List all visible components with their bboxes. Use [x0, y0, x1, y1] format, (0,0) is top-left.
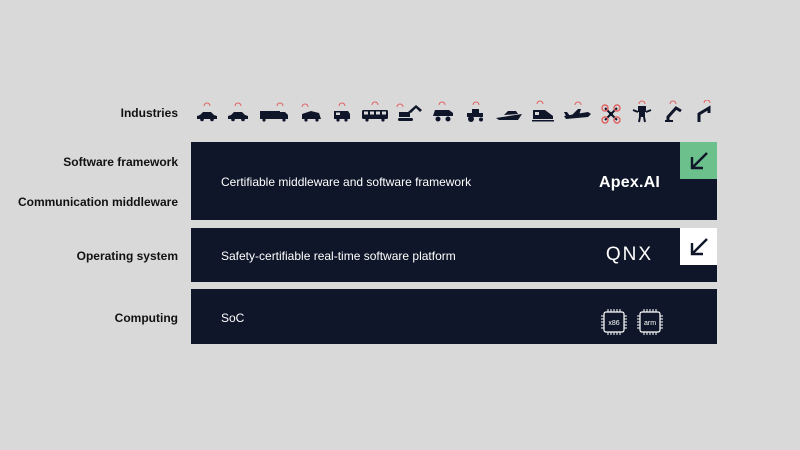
- excavator-icon: [396, 103, 423, 121]
- robot-arm-icon: [664, 100, 682, 122]
- label-operating-system: Operating system: [76, 249, 178, 263]
- label-communication-middleware: Communication middleware: [17, 195, 178, 209]
- mining-truck-icon: [433, 101, 454, 122]
- label-software-framework: Software framework: [63, 155, 178, 169]
- qnx-corner-badge: [680, 228, 717, 265]
- car-icon: [228, 102, 249, 122]
- x86-chip-icon: x86: [601, 309, 627, 335]
- drone-icon: [601, 104, 621, 124]
- apex-ai-logo: Apex.AI: [599, 174, 660, 191]
- car-icon: [197, 102, 217, 122]
- delivery-robot-icon: [301, 103, 321, 122]
- os-layer: Safety-certifiable real-time software pl…: [191, 228, 717, 282]
- middleware-layer: Certifiable middleware and software fram…: [191, 142, 717, 220]
- robot-arm-icon: [697, 100, 711, 122]
- apex-corner-badge: [680, 142, 717, 179]
- arm-label: arm: [644, 320, 656, 327]
- computing-layer: SoC x86 arm: [191, 289, 717, 344]
- truck-icon: [260, 102, 289, 122]
- computing-description: SoC: [221, 311, 245, 325]
- arm-chip-icon: arm: [637, 309, 663, 335]
- label-computing: Computing: [114, 311, 178, 325]
- middleware-description: Certifiable middleware and software fram…: [221, 175, 472, 189]
- tractor-icon: [466, 101, 483, 122]
- bus-icon: [361, 101, 388, 122]
- aircraft-icon: [564, 101, 592, 119]
- label-industries: Industries: [120, 106, 178, 120]
- humanoid-robot-icon: [633, 100, 652, 123]
- industry-icons-row: [195, 100, 717, 124]
- arrow-down-left-icon: [690, 151, 708, 169]
- os-description: Safety-certifiable real-time software pl…: [221, 249, 456, 263]
- x86-label: x86: [608, 320, 619, 327]
- van-icon: [333, 102, 350, 122]
- train-icon: [531, 100, 554, 122]
- qnx-logo: QNX: [605, 244, 653, 265]
- boat-icon: [495, 111, 522, 120]
- arrow-down-left-icon: [690, 237, 708, 255]
